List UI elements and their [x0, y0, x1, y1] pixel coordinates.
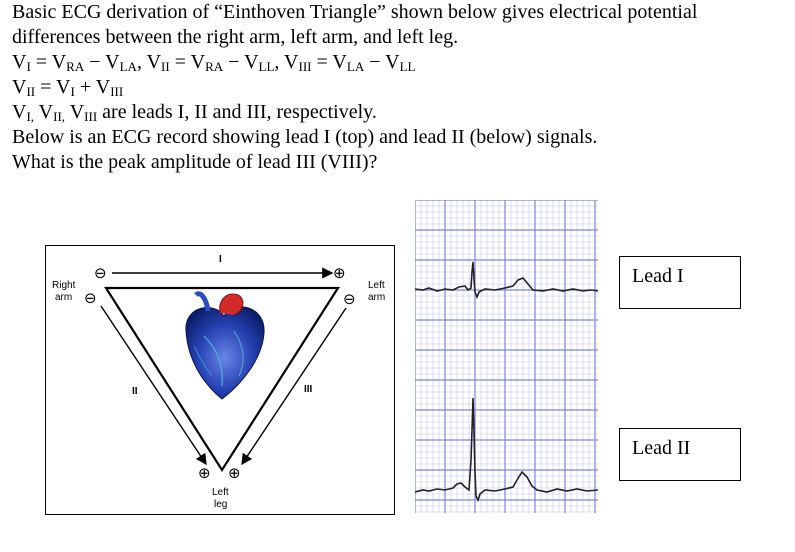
lead-III-arrow — [241, 307, 347, 466]
question-line: What is the peak amplitude of lead III (… — [12, 151, 378, 173]
intro-line-1: Basic ECG derivation of “Einthoven Trian… — [12, 1, 698, 23]
leads-definition-line: VI, VII, VIII are leads I, II and III, r… — [12, 101, 377, 124]
left-leg-label-1: Left — [212, 487, 229, 498]
right-arm-label-2: arm — [55, 292, 72, 303]
right-arm-label-1: Right — [52, 280, 76, 291]
left-arm-label-2: arm — [368, 292, 385, 303]
left-leg-label-2: leg — [214, 499, 227, 510]
lead-II-trace — [414, 397, 599, 503]
equation-line-1: VI = VRA − VLA, VII = VRA − VLL, VIII = … — [12, 51, 416, 74]
minus-icon-lead-I: ⊖ — [94, 264, 107, 282]
lead-II-arrow — [100, 305, 207, 466]
intro-line-2: differences between the right arm, left … — [12, 26, 459, 48]
equation-line-2: VII = VI + VIII — [12, 76, 124, 99]
lead-I-trace — [414, 261, 599, 300]
ecg-record — [414, 199, 599, 513]
lead-II-label-box: Lead II — [619, 428, 741, 481]
record-description-line: Below is an ECG record showing lead I (t… — [12, 126, 598, 148]
question-text: Basic ECG derivation of “Einthoven Trian… — [12, 0, 792, 175]
left-arm-label-1: Left — [368, 280, 385, 291]
minus-icon-lead-II: ⊖ — [84, 289, 97, 307]
ecg-grid-and-traces — [414, 199, 599, 513]
lead-I-label-box: Lead I — [619, 256, 741, 309]
lead-III-label: III — [304, 384, 313, 395]
lead-II-label: II — [132, 386, 138, 397]
plus-icon-lead-III: ⊕ — [228, 464, 241, 482]
plus-icon-lead-II: ⊕ — [198, 464, 211, 482]
einthoven-triangle — [103, 286, 341, 473]
lead-I-label: I — [219, 254, 222, 265]
minus-icon-lead-III: ⊖ — [343, 290, 356, 308]
heart-icon — [185, 291, 265, 400]
einthoven-triangle-diagram: I II III Right arm Left arm Left leg ⊖ ⊕… — [45, 245, 395, 515]
plus-icon-lead-I: ⊕ — [333, 264, 346, 282]
